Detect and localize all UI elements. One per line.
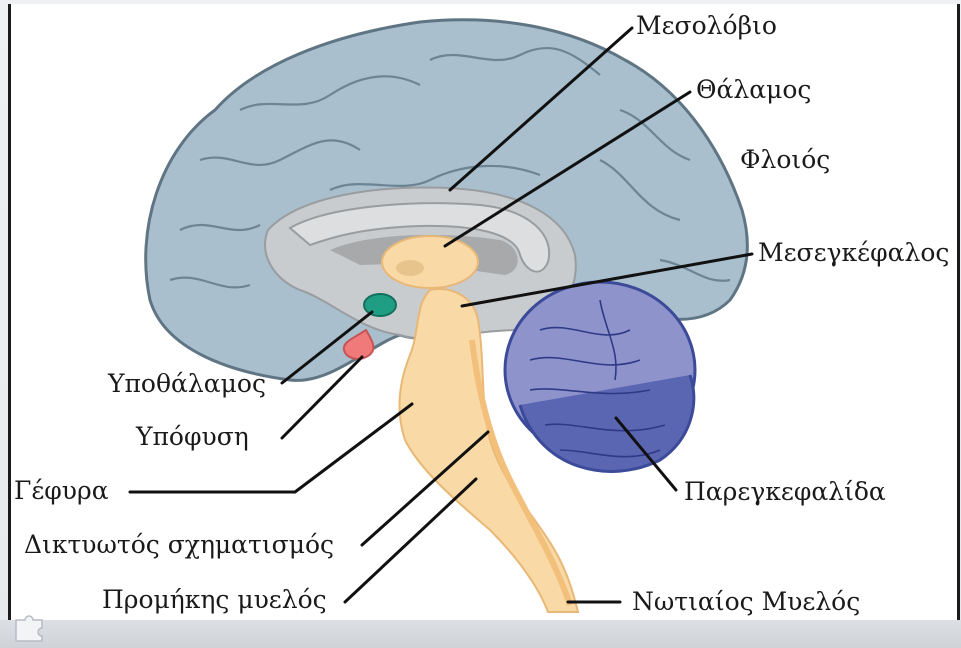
thalamus-region <box>382 236 478 288</box>
label-pons: Γέφυρα <box>14 476 109 505</box>
thalamus-nucleus <box>396 260 424 276</box>
label-midbrain: Μεσεγκέφαλος <box>758 238 949 267</box>
label-cerebellum: Παρεγκεφαλίδα <box>684 477 886 506</box>
label-medulla: Προμήκης μυελός <box>102 585 327 614</box>
label-reticular-formation: Δικτυωτός σχηματισμός <box>24 530 334 559</box>
leader-medulla <box>345 479 476 602</box>
label-hypothalamus: Υποθάλαμος <box>107 369 266 398</box>
label-corpus-callosum: Μεσολόβιο <box>636 11 777 40</box>
label-spinal-cord: Νωτιαίος Μυελός <box>632 587 860 616</box>
cerebellum-region <box>505 282 695 471</box>
leader-pons-diag <box>295 404 412 492</box>
label-cortex: Φλοιός <box>740 145 830 174</box>
label-thalamus: Θάλαμος <box>696 75 811 104</box>
label-pituitary: Υπόφυση <box>135 422 249 451</box>
